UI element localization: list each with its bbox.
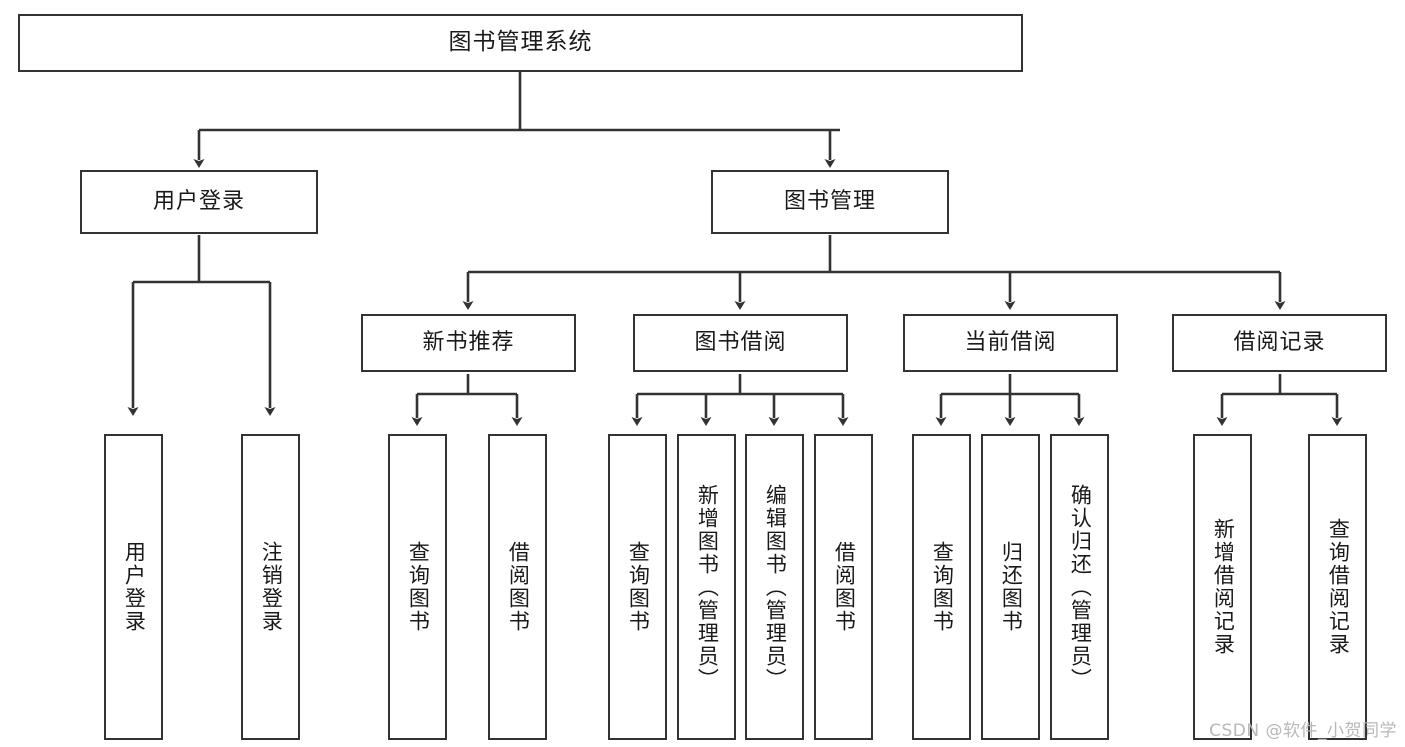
- leaf-label: 查询图书: [406, 541, 431, 633]
- leaf-label: 借阅图书: [832, 541, 857, 633]
- node-new-book-recommend[interactable]: 新书推荐: [361, 314, 576, 372]
- leaf-record-add[interactable]: 新增借阅记录: [1193, 434, 1252, 740]
- leaf-label: 新增图书（管理员）: [695, 483, 720, 691]
- node-user-login[interactable]: 用户登录: [80, 170, 318, 234]
- leaf-label: 确认归还（管理员）: [1068, 483, 1093, 691]
- leaf-label: 归还图书: [999, 541, 1024, 633]
- leaf-label: 编辑图书（管理员）: [763, 483, 788, 691]
- csdn-watermark: CSDN @软件_小贺同学: [1209, 721, 1397, 741]
- leaf-label: 查询图书: [930, 541, 955, 633]
- node-book-management[interactable]: 图书管理: [711, 170, 949, 234]
- node-borrow-record[interactable]: 借阅记录: [1172, 314, 1387, 372]
- leaf-label: 注销登录: [259, 541, 284, 633]
- leaf-current-borrow-confirm-return[interactable]: 确认归还（管理员）: [1050, 434, 1109, 740]
- leaf-user-login-login[interactable]: 用户登录: [104, 434, 163, 740]
- node-book-borrow[interactable]: 图书借阅: [633, 314, 848, 372]
- leaf-label: 新增借阅记录: [1211, 518, 1236, 656]
- leaf-new-book-query[interactable]: 查询图书: [388, 434, 447, 740]
- leaf-book-borrow-query[interactable]: 查询图书: [608, 434, 667, 740]
- leaf-current-borrow-return[interactable]: 归还图书: [981, 434, 1040, 740]
- leaf-record-query[interactable]: 查询借阅记录: [1308, 434, 1367, 740]
- leaf-new-book-borrow[interactable]: 借阅图书: [488, 434, 547, 740]
- node-current-borrow[interactable]: 当前借阅: [903, 314, 1118, 372]
- node-root-system[interactable]: 图书管理系统: [18, 14, 1023, 72]
- leaf-book-borrow-edit[interactable]: 编辑图书（管理员）: [745, 434, 804, 740]
- leaf-book-borrow-borrow[interactable]: 借阅图书: [814, 434, 873, 740]
- leaf-user-login-logout[interactable]: 注销登录: [241, 434, 300, 740]
- leaf-book-borrow-add[interactable]: 新增图书（管理员）: [677, 434, 736, 740]
- leaf-label: 用户登录: [122, 541, 147, 633]
- leaf-label: 查询借阅记录: [1326, 518, 1351, 656]
- leaf-current-borrow-query[interactable]: 查询图书: [912, 434, 971, 740]
- leaf-label: 查询图书: [626, 541, 651, 633]
- leaf-label: 借阅图书: [506, 541, 531, 633]
